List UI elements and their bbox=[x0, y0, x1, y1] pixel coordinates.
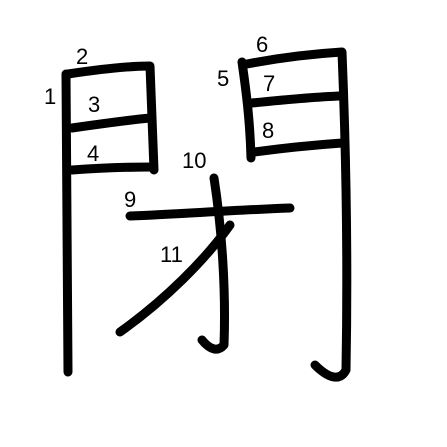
stroke-number-2: 2 bbox=[76, 44, 88, 69]
stroke-11 bbox=[115, 220, 235, 337]
stroke-3 bbox=[67, 113, 155, 133]
stroke-number-11: 11 bbox=[160, 242, 183, 267]
stroke-number-5: 5 bbox=[217, 66, 229, 91]
stroke-number-7: 7 bbox=[263, 71, 275, 96]
stroke-6 bbox=[242, 47, 352, 382]
stroke-number-6: 6 bbox=[256, 32, 268, 57]
character-strokes bbox=[61, 47, 352, 382]
stroke-number-9: 9 bbox=[124, 187, 136, 212]
stroke-4 bbox=[67, 162, 157, 175]
stroke-5 bbox=[237, 57, 256, 163]
stroke-number-1: 1 bbox=[44, 84, 56, 109]
stroke-number-3: 3 bbox=[88, 92, 100, 117]
stroke-10 bbox=[197, 173, 230, 354]
stroke-number-4: 4 bbox=[87, 141, 99, 166]
stroke-number-10: 10 bbox=[182, 148, 206, 173]
stroke-number-8: 8 bbox=[262, 118, 274, 143]
stroke-9 bbox=[125, 203, 295, 221]
stroke-order-numbers: 1 2 3 4 5 6 7 8 9 10 11 bbox=[44, 32, 275, 267]
stroke-2 bbox=[63, 61, 159, 175]
stroke-8 bbox=[249, 138, 347, 157]
stroke-7 bbox=[247, 91, 345, 108]
stroke-1 bbox=[61, 69, 73, 377]
